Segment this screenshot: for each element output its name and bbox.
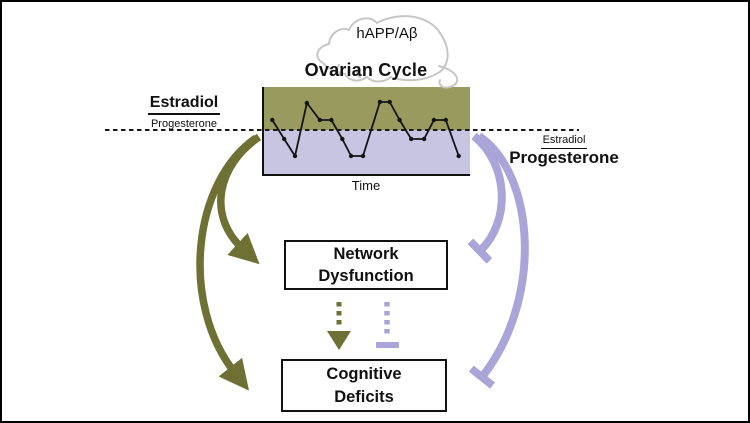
dotted-inhibit-tee-bar: [376, 342, 399, 348]
inhibit-cycle-to-cognitive: [479, 132, 529, 377]
network-box-line1: Network: [333, 244, 399, 263]
cognitive-deficits-box: Cognitive Deficits: [281, 359, 447, 412]
right-hormone-ratio-label: Estradiol Progesterone: [500, 131, 628, 167]
inhibit-cycle-to-network: [474, 132, 506, 251]
right-ratio-numerator: Estradiol: [540, 134, 588, 149]
ovarian-cycle-chart: [262, 87, 470, 176]
arrow-cycle-to-cognitive: [196, 134, 259, 391]
cognitive-box-line2: Deficits: [334, 387, 394, 406]
cognitive-box-line1: Cognitive: [326, 365, 402, 384]
left-ratio-denominator: Progesterone: [150, 117, 218, 130]
network-box-line2: Dysfunction: [318, 267, 414, 285]
progesterone-dominant-band: [264, 130, 470, 174]
dotted-arrowhead: [327, 331, 351, 350]
arrow-cycle-to-network: [217, 133, 262, 265]
x-axis-label: Time: [351, 178, 381, 193]
chart-title: Ovarian Cycle: [304, 60, 428, 80]
left-hormone-ratio-label: Estradiol Progesterone: [120, 94, 248, 132]
network-dysfunction-box: Network Dysfunction: [284, 240, 448, 290]
left-ratio-numerator: Estradiol: [147, 94, 221, 115]
estradiol-dominant-band: [264, 87, 470, 130]
right-ratio-denominator: Progesterone: [509, 147, 619, 167]
mouse-genotype-label: hAPP/Aβ: [356, 25, 418, 42]
